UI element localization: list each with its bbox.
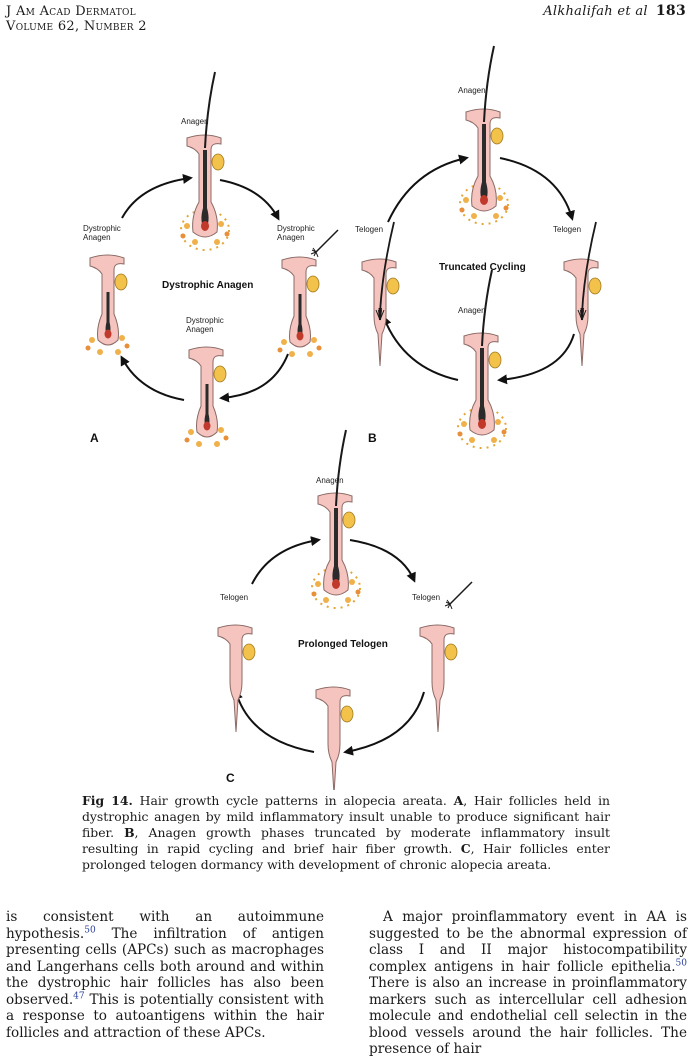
caption-text: Hair growth cycle patterns in alopecia a… [132, 793, 454, 808]
body-text: The infiltration of antigen presenting c… [6, 925, 324, 1008]
label-anagen: Anagen [186, 325, 214, 334]
caption-letter: B [124, 825, 135, 840]
panel-letter: B [368, 431, 377, 445]
telogen-follicle-icon [419, 624, 458, 733]
label-dystrophic: Dystrophic [277, 224, 315, 233]
anagen-follicle-icon [458, 45, 510, 225]
citation-link[interactable]: 50 [675, 957, 687, 968]
body-text: There is also an increase in proinflamma… [369, 975, 687, 1057]
caption-label: Fig 14. [82, 793, 133, 808]
anagen-follicle-icon [179, 71, 231, 251]
label-telogen: Telogen [355, 225, 383, 234]
panel-title: Truncated Cycling [439, 262, 526, 273]
panel-c: Anagen Telogen Telogen Prolonged Telogen… [217, 429, 473, 790]
panel-b: Anagen Telogen Telogen Anagen Truncated … [355, 45, 602, 449]
body-text: is consistent with an autoimmune hypothe… [6, 909, 324, 942]
label-anagen: Anagen [181, 117, 209, 126]
anagen-follicle-icon [310, 429, 362, 609]
telogen-follicle-icon [217, 624, 256, 733]
author-line: Alkhalifah et al [543, 4, 648, 19]
label-dystrophic: Dystrophic [186, 316, 224, 325]
dystrophic-follicle-icon [184, 346, 229, 448]
anagen-follicle-icon [456, 269, 508, 449]
panel-a: Anagen Dystrophic Anagen Dystrophic Anag… [83, 71, 339, 448]
citation-link[interactable]: 47 [73, 990, 85, 1001]
caption-letter: C [460, 841, 471, 856]
label-anagen: Anagen [83, 233, 111, 242]
label-anagen: Anagen [316, 476, 344, 485]
label-anagen: Anagen [458, 86, 486, 95]
panel-title: Prolonged Telogen [298, 639, 388, 650]
label-anagen: Anagen [277, 233, 305, 242]
hair-cycle-figure: Anagen Dystrophic Anagen Dystrophic Anag… [83, 45, 602, 790]
journal-name: J Am Acad Dermatol [6, 4, 136, 19]
dystrophic-follicle-icon [277, 256, 322, 358]
running-header-authors: Alkhalifah et al 183 [543, 3, 686, 20]
body-text: A major proinflammatory event in AA is s… [369, 909, 687, 975]
telogen-follicle-icon [361, 221, 400, 367]
panel-title: Dystrophic Anagen [162, 280, 253, 291]
caption-text: , Hair follicles enter prolonged telogen… [82, 841, 610, 872]
dystrophic-follicle-icon [85, 254, 130, 356]
page-number: 183 [655, 3, 686, 19]
telogen-follicle-icon [315, 686, 354, 790]
label-anagen: Anagen [458, 306, 486, 315]
panel-letter: C [226, 771, 235, 785]
body-column-left: is consistent with an autoimmune hypothe… [6, 909, 324, 1041]
caption-letter: A [453, 793, 464, 808]
figure-caption: Fig 14. Hair growth cycle patterns in al… [82, 793, 610, 873]
running-header-journal: J Am Acad Dermatol Volume 62, Number 2 [6, 4, 147, 34]
journal-volume: Volume 62, Number 2 [6, 19, 147, 34]
shed-hair-icon [310, 229, 339, 258]
body-column-right: A major proinflammatory event in AA is s… [369, 909, 687, 1058]
label-telogen: Telogen [553, 225, 581, 234]
label-telogen: Telogen [220, 593, 248, 602]
label-telogen: Telogen [412, 593, 440, 602]
label-dystrophic: Dystrophic [83, 224, 121, 233]
citation-link[interactable]: 50 [84, 924, 96, 935]
panel-letter: A [90, 431, 99, 445]
shed-hair-icon [444, 581, 473, 610]
caption-text: , Anagen growth phases truncated by mode… [82, 825, 611, 856]
caption-text: , Hair follicles held in dystrophic anag… [82, 793, 611, 840]
